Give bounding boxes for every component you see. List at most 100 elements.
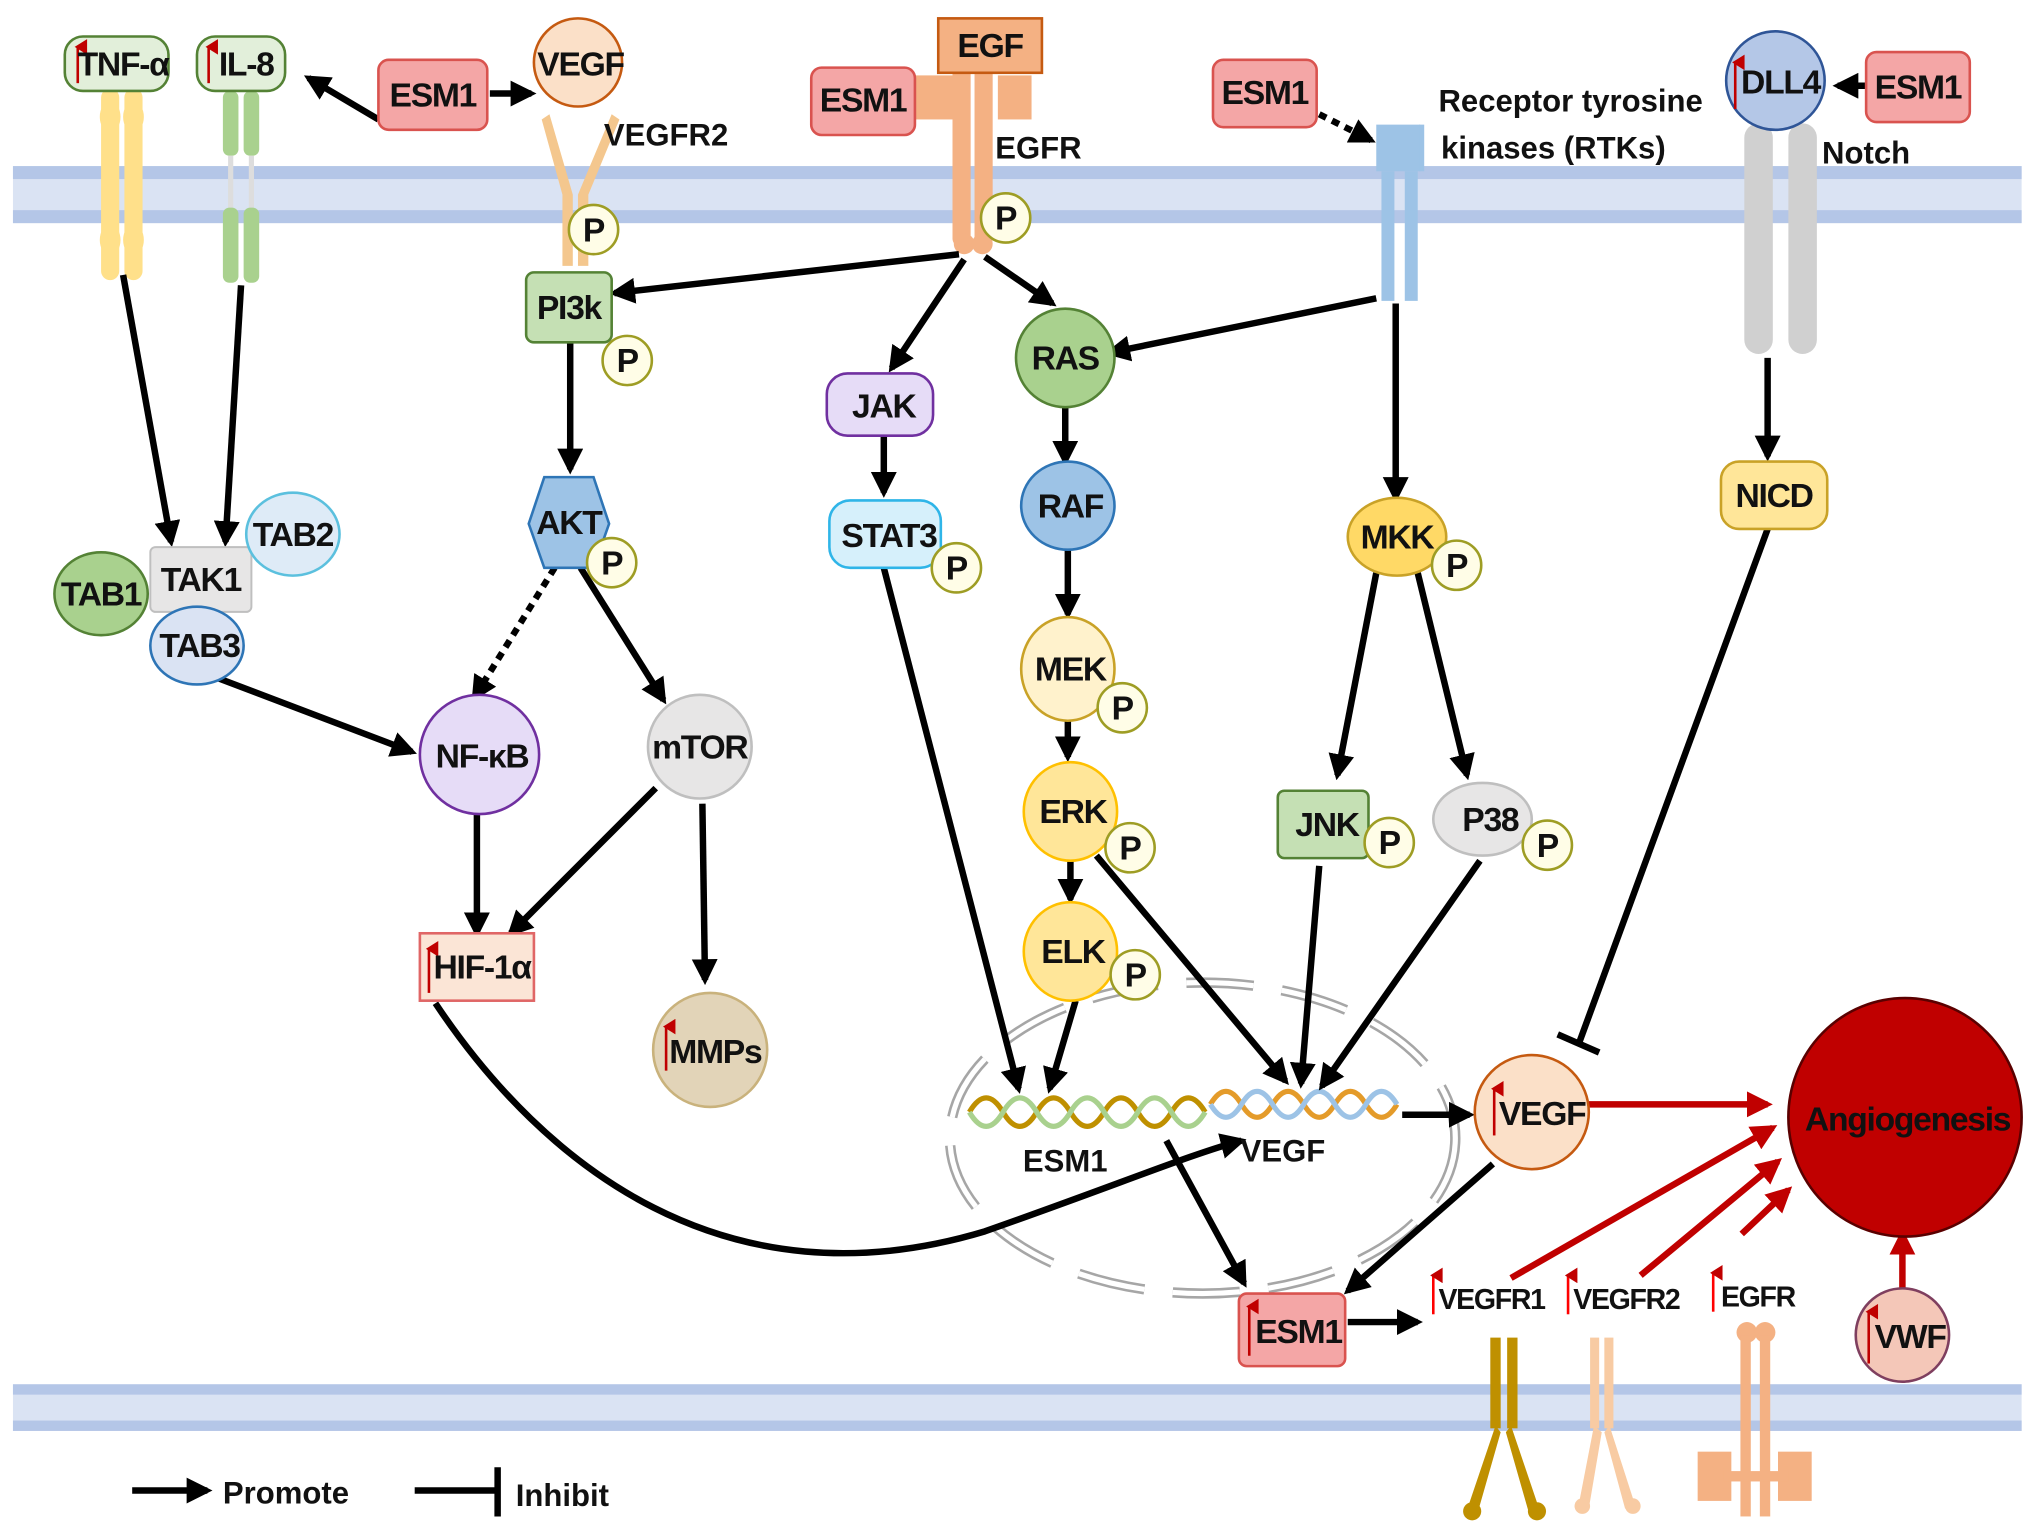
edge-akt-mtor	[577, 566, 667, 705]
pi3k-label: PI3k	[537, 290, 603, 327]
vegfr2-receptor-label: VEGFR2	[604, 117, 728, 152]
esm1-label: ESM1	[1875, 70, 1962, 107]
vwf-label: VWF	[1875, 1319, 1947, 1356]
phospho-label: P	[583, 212, 605, 249]
tnf-label: TNF-α	[78, 46, 171, 83]
phospho-badge-p38: P	[1521, 819, 1574, 872]
node-angiogenesis[interactable]: Angiogenesis	[1787, 996, 2023, 1238]
node-akt[interactable]: AKT	[527, 475, 611, 570]
phospho-label: P	[1446, 548, 1468, 585]
mek-label: MEK	[1035, 652, 1108, 689]
phospho-label: P	[1119, 830, 1141, 867]
node-vegfr1-up[interactable]: VEGFR1	[1430, 1267, 1547, 1316]
node-egf[interactable]: EGF	[936, 17, 1044, 75]
node-elk[interactable]: ELK	[1022, 900, 1119, 1002]
gene-vegf-label: VEGF	[1241, 1133, 1326, 1168]
node-jak[interactable]: JAK	[825, 372, 935, 437]
node-raf[interactable]: RAF	[1019, 460, 1116, 551]
edge-tab3-nfkb	[206, 671, 417, 757]
edge-egfr-angiogenesis	[1739, 1186, 1793, 1237]
node-pi3k[interactable]: PI3k	[524, 271, 613, 344]
phospho-label: P	[1112, 690, 1134, 727]
dll4-label: DLL4	[1741, 65, 1822, 102]
node-tak1[interactable]: TAK1	[149, 546, 253, 613]
node-egfr-up[interactable]: EGFR	[1710, 1265, 1797, 1314]
node-ras[interactable]: RAS	[1014, 307, 1116, 409]
node-dll4[interactable]: DLL4	[1724, 30, 1826, 132]
edge-hif1a-vegfgene	[432, 1001, 1247, 1257]
node-esm1-rtk[interactable]: ESM1	[1211, 58, 1318, 129]
edge-tnf-tak1	[119, 274, 181, 548]
node-esm1-dll4[interactable]: ESM1	[1864, 50, 1972, 124]
node-nfkb[interactable]: NF-κB	[418, 693, 541, 816]
edge-p38-vegfgene	[1318, 858, 1483, 1091]
vegfr2-label: VEGFR2	[1573, 1284, 1680, 1316]
edge-mtor-hif1a	[506, 785, 659, 937]
node-mek[interactable]: MEK	[1019, 615, 1116, 723]
angiogenesis-label: Angiogenesis	[1805, 1101, 2011, 1138]
rtk-label-line2: kinases (RTKs)	[1441, 130, 1666, 165]
node-erk[interactable]: ERK	[1022, 760, 1119, 863]
edge-esm1-rtk	[1317, 111, 1376, 144]
node-p38[interactable]: P38	[1431, 781, 1534, 857]
node-esm1-secreted[interactable]: ESM1	[1237, 1292, 1347, 1368]
edge-rtk-ras	[1104, 295, 1377, 362]
legend-inhibit-label: Inhibit	[516, 1478, 609, 1513]
edge-stat3-esm1gene	[880, 567, 1026, 1094]
bottom-membrane	[12, 1384, 2022, 1431]
stat3-label: STAT3	[841, 518, 937, 555]
phospho-label: P	[601, 545, 623, 582]
node-vegf-ligand[interactable]: VEGF	[532, 17, 626, 108]
mkk-label: MKK	[1361, 519, 1436, 556]
egf-label: EGF	[957, 28, 1023, 65]
phospho-badge-mek: P	[1096, 681, 1149, 734]
phospho-badge-erk: P	[1104, 821, 1156, 874]
node-vegfr2-up[interactable]: VEGFR2	[1564, 1267, 1681, 1316]
node-tab1[interactable]: TAB1	[53, 550, 150, 637]
node-esm1-egfr[interactable]: ESM1	[809, 66, 917, 137]
node-esm1-top-left[interactable]: ESM1	[377, 58, 489, 132]
edge-akt-nfkb	[471, 566, 558, 702]
edge-egfr-pi3k	[609, 251, 960, 304]
phospho-label: P	[946, 551, 968, 588]
il8-receptor	[222, 90, 260, 283]
node-jnk[interactable]: JNK	[1276, 789, 1370, 860]
node-stat3[interactable]: STAT3	[828, 499, 943, 570]
vegf-secreted-label: VEGF	[1499, 1096, 1586, 1133]
edge-erk-vegfgene	[1093, 853, 1289, 1085]
node-hif1a[interactable]: HIF-1α	[418, 931, 536, 1002]
edge-jnk-vegfgene	[1289, 865, 1323, 1089]
phospho-badge-vegfr2: P	[567, 203, 620, 256]
node-tab2[interactable]: TAB2	[244, 491, 341, 577]
notch-label: Notch	[1822, 136, 1910, 171]
erk-label: ERK	[1039, 794, 1108, 831]
node-vegf-secreted[interactable]: VEGF	[1473, 1053, 1591, 1171]
rtk-receptor	[1376, 124, 1425, 301]
egfr-label: EGFR	[1721, 1282, 1796, 1314]
jak-label: JAK	[852, 389, 917, 426]
egfr-receptor-bottom	[1697, 1322, 1812, 1517]
phospho-badge-pi3k: P	[601, 334, 654, 387]
node-nicd[interactable]: NICD	[1719, 460, 1829, 531]
node-mmps[interactable]: MMPs	[651, 991, 769, 1109]
tab2-label: TAB2	[253, 517, 334, 554]
node-il8[interactable]: IL-8	[195, 35, 287, 93]
phospho-label: P	[1379, 825, 1401, 862]
node-tnf[interactable]: TNF-α	[63, 35, 171, 93]
node-mtor[interactable]: mTOR	[646, 693, 753, 800]
edges	[119, 72, 1916, 1336]
edge-mtor-mmps	[691, 803, 718, 986]
phospho-badge-jnk: P	[1363, 816, 1416, 869]
node-vwf[interactable]: VWF	[1854, 1287, 1951, 1383]
node-tab3[interactable]: TAB3	[149, 605, 245, 686]
legend-promote-label: Promote	[223, 1475, 349, 1510]
edge-vegfr1-angiogenesis	[1509, 1124, 1778, 1281]
legend: Promote Inhibit	[132, 1467, 609, 1517]
dna-vegf-gene	[1208, 1088, 1400, 1120]
node-mkk[interactable]: MKK	[1346, 496, 1448, 577]
tab1-label: TAB1	[61, 576, 142, 613]
tak1-label: TAK1	[161, 562, 242, 599]
mtor-label: mTOR	[652, 729, 748, 766]
